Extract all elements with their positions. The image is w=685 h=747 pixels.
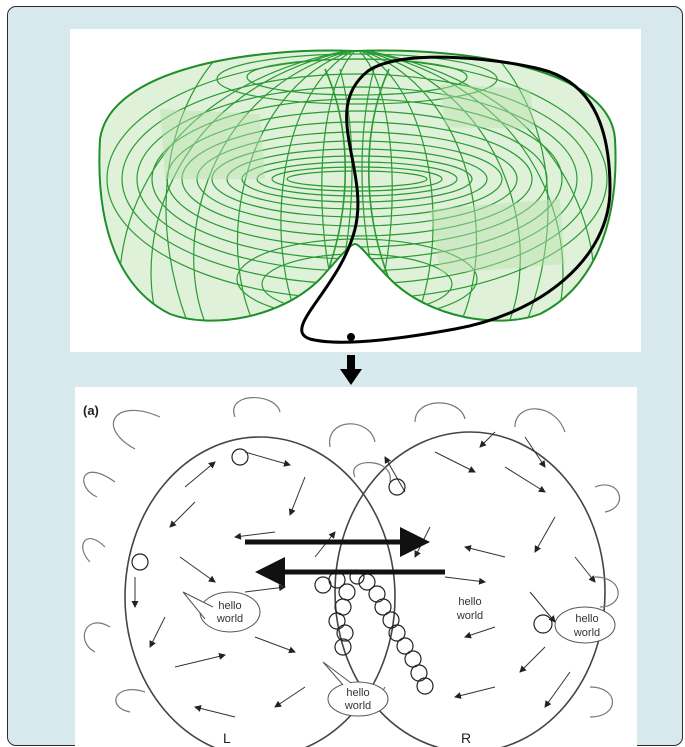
bubble-left-line2: world [216,613,243,625]
torus-illustration [98,49,617,344]
flow-arrows [131,431,596,718]
bubble-bottom: hello world [322,661,389,717]
arrow-down-icon [340,355,362,385]
flow-diagram-image: (a) [75,387,637,747]
figure-card: (a) [7,6,683,747]
left-label: L [223,730,231,746]
bubble-bottom-line2: world [344,700,371,712]
left-lobe [124,436,396,747]
right-lobe [334,431,606,747]
bubble-left: hello world [182,591,261,633]
curve-point [347,333,355,341]
torus-image [70,29,641,352]
bubble-right-line2: world [573,627,600,639]
panel-label: (a) [83,403,99,418]
bubble-right: hello world [554,606,616,644]
inner-text-right-line1: hello [458,596,481,608]
right-label: R [461,730,471,746]
inner-text-right-line2: world [456,610,483,622]
bubble-right-line1: hello [575,613,598,625]
flow-diagram: (a) [82,397,621,747]
outer-loops [82,397,621,718]
bubble-bottom-line1: hello [346,687,369,699]
bubble-left-line1: hello [218,600,241,612]
torus-shading [160,84,565,274]
surface-curve [300,55,612,344]
